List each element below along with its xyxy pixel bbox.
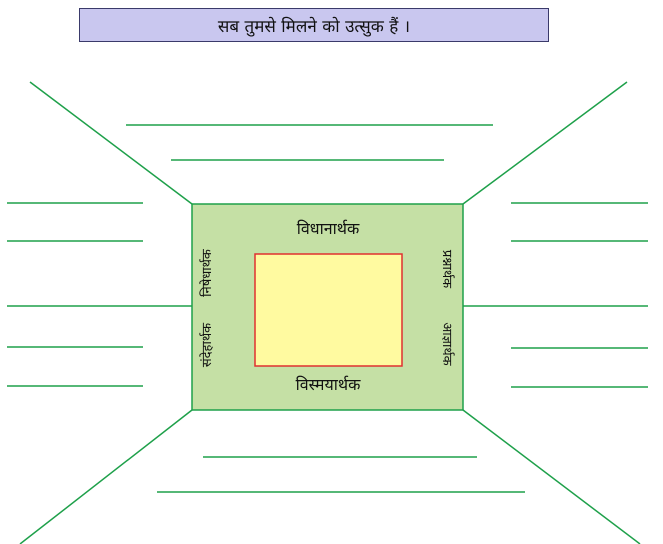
label-prashnarthak: प्रश्नार्थक: [439, 249, 454, 289]
sentence-title: सब तुमसे मिलने को उत्सुक हैं ।: [217, 16, 411, 37]
inner-yellow-box: [254, 253, 403, 367]
diagonal-top-left: [29, 81, 193, 205]
label-agyarthak: आज्ञार्थक: [439, 322, 454, 366]
sentence-title-box: सब तुमसे मिलने को उत्सुक हैं ।: [79, 8, 549, 42]
diagonal-bottom-right: [462, 409, 641, 544]
label-vidhanarthak: विधानार्थक: [296, 219, 360, 238]
label-sandeharthak: संदेहार्थक: [200, 322, 215, 368]
diagonal-top-right: [462, 81, 628, 205]
diagonal-bottom-left: [19, 409, 193, 544]
label-vismayarthak: विस्मयार्थक: [295, 375, 361, 394]
label-nishedharthak: निषेधार्थक: [200, 249, 215, 297]
